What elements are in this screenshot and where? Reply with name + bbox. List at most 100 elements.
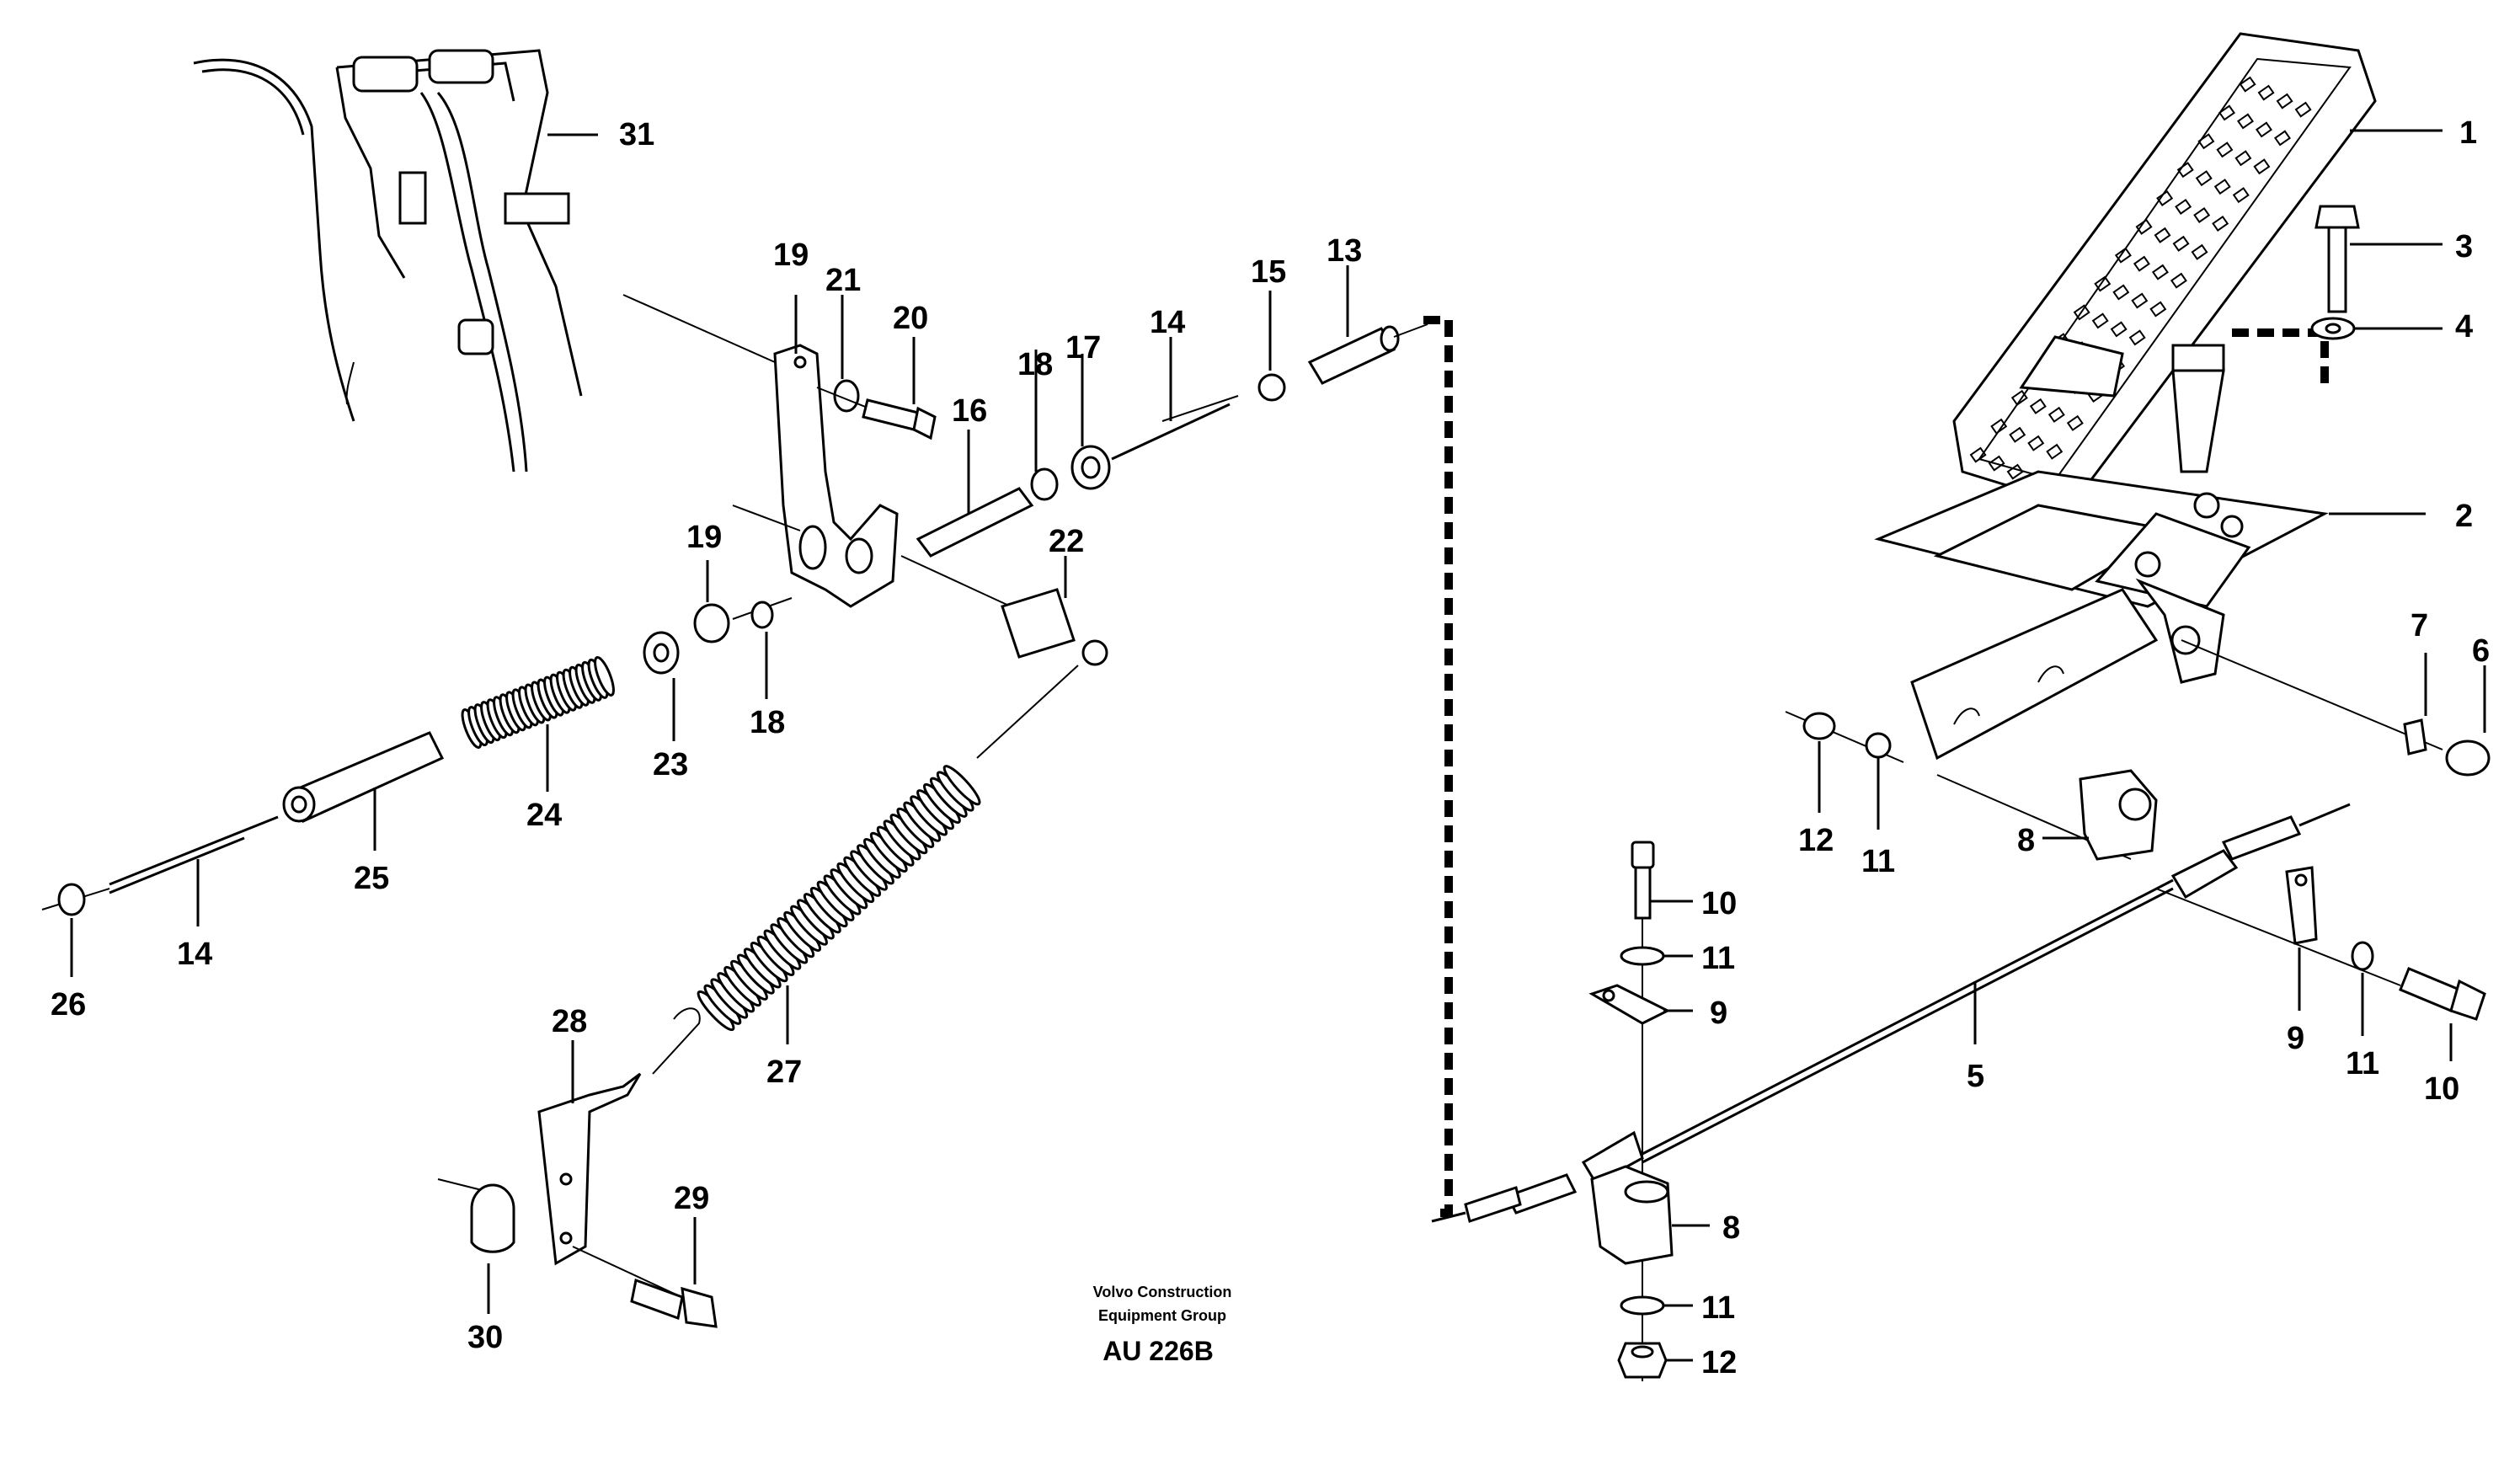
washer-part-4 bbox=[2310, 317, 2443, 340]
nut-part-12-upper bbox=[1785, 711, 1904, 813]
pedal-tread-dot bbox=[2027, 435, 2045, 451]
pedal-tread-dot bbox=[2029, 398, 2047, 414]
clip-part-7 bbox=[2403, 653, 2427, 756]
pedal-tread-dot bbox=[2135, 218, 2153, 235]
label-16: 16 bbox=[952, 393, 987, 429]
washer-part-18-upper bbox=[1030, 350, 1059, 501]
pedal-tread-dot bbox=[2151, 264, 2169, 280]
spring-coil bbox=[594, 655, 615, 697]
cable-route-dashed-line bbox=[1423, 316, 1453, 1217]
pedal-tread-dot bbox=[2218, 104, 2235, 121]
pedal-tread-dot bbox=[2197, 133, 2215, 150]
pedal-tread-dot bbox=[1988, 455, 2005, 472]
pedal-tread-dot bbox=[2048, 406, 2065, 423]
pedal-tread-dot bbox=[2066, 414, 2084, 431]
pedal-tread-dot bbox=[2156, 190, 2174, 206]
pedal-tread-dot bbox=[2175, 198, 2192, 215]
pedal-tread-dot bbox=[2176, 162, 2194, 179]
pin-part-22 bbox=[900, 555, 1108, 666]
pedal-tread-dot bbox=[2154, 227, 2171, 243]
washer-part-11-lower-b bbox=[1620, 1295, 1693, 1316]
label-15: 15 bbox=[1251, 254, 1286, 290]
label-8-lower: 8 bbox=[1722, 1210, 1740, 1246]
diagram-code: AU 226B bbox=[1102, 1336, 1214, 1366]
spring-coil bbox=[942, 765, 981, 806]
label-4: 4 bbox=[2455, 309, 2473, 344]
pedal-tread-dot bbox=[2046, 443, 2064, 460]
pedal-tread-dot bbox=[2114, 247, 2132, 264]
nut-part-26 bbox=[41, 883, 110, 977]
label-2: 2 bbox=[2455, 499, 2473, 534]
spring-part-24 bbox=[461, 655, 615, 792]
label-3: 3 bbox=[2455, 229, 2473, 264]
clip-part-9-right bbox=[2285, 866, 2318, 1011]
sleeve-part-13 bbox=[1307, 265, 1428, 385]
label-24: 24 bbox=[526, 798, 562, 833]
pedal-tread-dot bbox=[2131, 292, 2149, 309]
pedal-tread-dot bbox=[2010, 389, 2028, 406]
pedal-link-dashed-line bbox=[2232, 328, 2329, 387]
label-20: 20 bbox=[893, 301, 928, 336]
pedal-tread-dot bbox=[2213, 179, 2231, 195]
pedal-tread-dot bbox=[2273, 130, 2291, 147]
label-8-upper: 8 bbox=[2017, 823, 2035, 858]
bolt-part-10-right bbox=[2155, 888, 2486, 1061]
label-31: 31 bbox=[619, 117, 654, 152]
label-30: 30 bbox=[467, 1320, 503, 1355]
label-28: 28 bbox=[552, 1004, 587, 1039]
label-19-lower: 19 bbox=[686, 520, 722, 555]
label-9-lower: 9 bbox=[1710, 996, 1727, 1031]
pedal-tread-dot bbox=[2006, 463, 2024, 480]
pin-part-16 bbox=[916, 430, 1034, 558]
pedal-tread-dot bbox=[2073, 304, 2090, 321]
pedal-tread-dot bbox=[2234, 150, 2252, 167]
bushing-part-17 bbox=[1070, 354, 1111, 490]
label-17: 17 bbox=[1065, 330, 1101, 366]
washer-part-23 bbox=[643, 631, 680, 741]
washer-part-15 bbox=[1257, 291, 1286, 402]
label-25: 25 bbox=[354, 861, 389, 896]
pedal-tread-dot bbox=[2232, 187, 2250, 204]
label-23: 23 bbox=[653, 747, 688, 782]
pedal-tread-dot bbox=[2276, 93, 2293, 109]
label-6: 6 bbox=[2472, 633, 2490, 669]
bolt-part-20 bbox=[816, 337, 937, 440]
label-13: 13 bbox=[1327, 233, 1362, 269]
pedal-tread-dot bbox=[2216, 141, 2234, 158]
pedal-tread-dot bbox=[2112, 284, 2130, 301]
pedal-tread-dot bbox=[2294, 101, 2312, 118]
pedal-tread-dot bbox=[2193, 206, 2211, 223]
bolt-part-29 bbox=[572, 1217, 718, 1328]
label-10-right: 10 bbox=[2424, 1071, 2459, 1107]
throttle-cable-part-5 bbox=[1431, 803, 2351, 1223]
pedal-tread-dot bbox=[2149, 301, 2167, 318]
bushing-part-30 bbox=[437, 1178, 515, 1314]
label-9-right: 9 bbox=[2287, 1021, 2304, 1056]
bolt-part-3 bbox=[2314, 205, 2443, 313]
label-18-upper: 18 bbox=[1017, 347, 1053, 382]
washer-part-21 bbox=[833, 295, 860, 413]
label-27: 27 bbox=[766, 1055, 802, 1090]
pedal-base-plate-part-2 bbox=[1874, 344, 2329, 761]
bracket-part-28 bbox=[537, 1040, 642, 1266]
accelerator-pedal-part-1 bbox=[1952, 32, 2377, 507]
label-10-lower: 10 bbox=[1701, 886, 1737, 921]
pedal-tread-dot bbox=[2239, 76, 2256, 93]
label-14-lower: 14 bbox=[177, 937, 212, 972]
cable-end-part-6 bbox=[2181, 639, 2491, 777]
pedal-tread-dot bbox=[2212, 215, 2229, 232]
pedal-tread-dot bbox=[2191, 243, 2208, 260]
label-11-lower-b: 11 bbox=[1701, 1290, 1735, 1326]
pedal-tread-dot bbox=[2094, 275, 2112, 292]
clamp-part-8-lower bbox=[1590, 1165, 1710, 1265]
pedal-tread-dot bbox=[2257, 84, 2275, 101]
clip-part-9-lower bbox=[1588, 984, 1693, 1025]
label-11-lower-a: 11 bbox=[1701, 941, 1735, 976]
pedal-tread-dot bbox=[1990, 418, 2008, 435]
label-22: 22 bbox=[1049, 524, 1084, 559]
pedal-tread-dot bbox=[2255, 121, 2272, 138]
label-21: 21 bbox=[825, 263, 861, 298]
washer-part-11-upper bbox=[1865, 732, 1892, 830]
